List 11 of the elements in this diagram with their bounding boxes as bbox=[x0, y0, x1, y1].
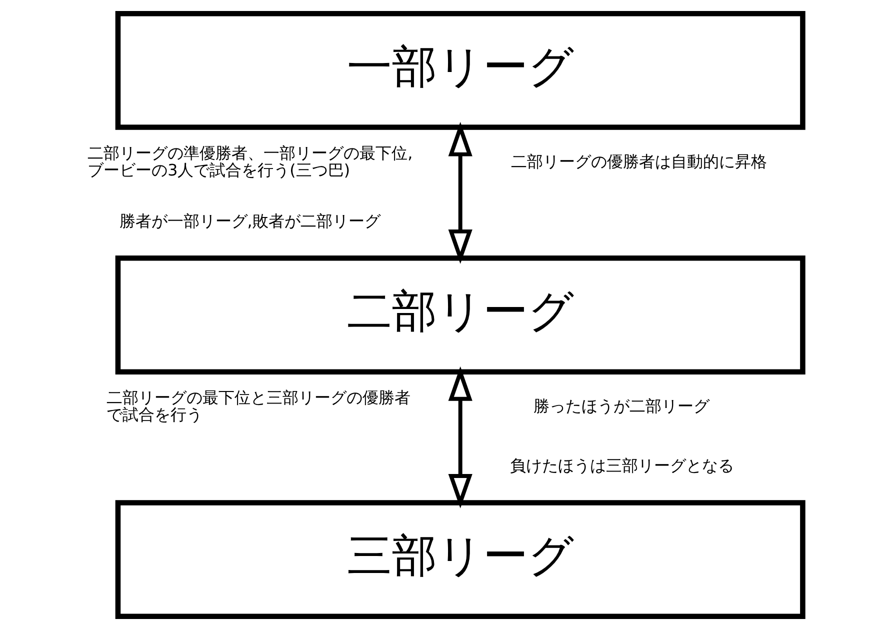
label: 二部リーグの準優勝者、一部リーグの最下位,ブービーの3人で試合を行う(三つ巴) bbox=[87, 143, 412, 180]
label: 二部リーグの優勝者は自動的に昇格 bbox=[510, 152, 767, 172]
label: 負けたほうは三部リーグとなる bbox=[509, 456, 734, 476]
arrow bbox=[448, 122, 472, 264]
node-box: 一部リーグ bbox=[114, 10, 805, 130]
arrow bbox=[448, 366, 472, 508]
label: 勝者が一部リーグ,敗者が二部リーグ bbox=[118, 212, 380, 231]
label: 二部リーグの最下位と三部リーグの優勝者で試合を行う bbox=[106, 388, 410, 424]
label: 勝ったほうが二部リーグ bbox=[533, 396, 710, 416]
node-box: 三部リーグ bbox=[114, 500, 805, 620]
node-box: 二部リーグ bbox=[114, 256, 805, 374]
